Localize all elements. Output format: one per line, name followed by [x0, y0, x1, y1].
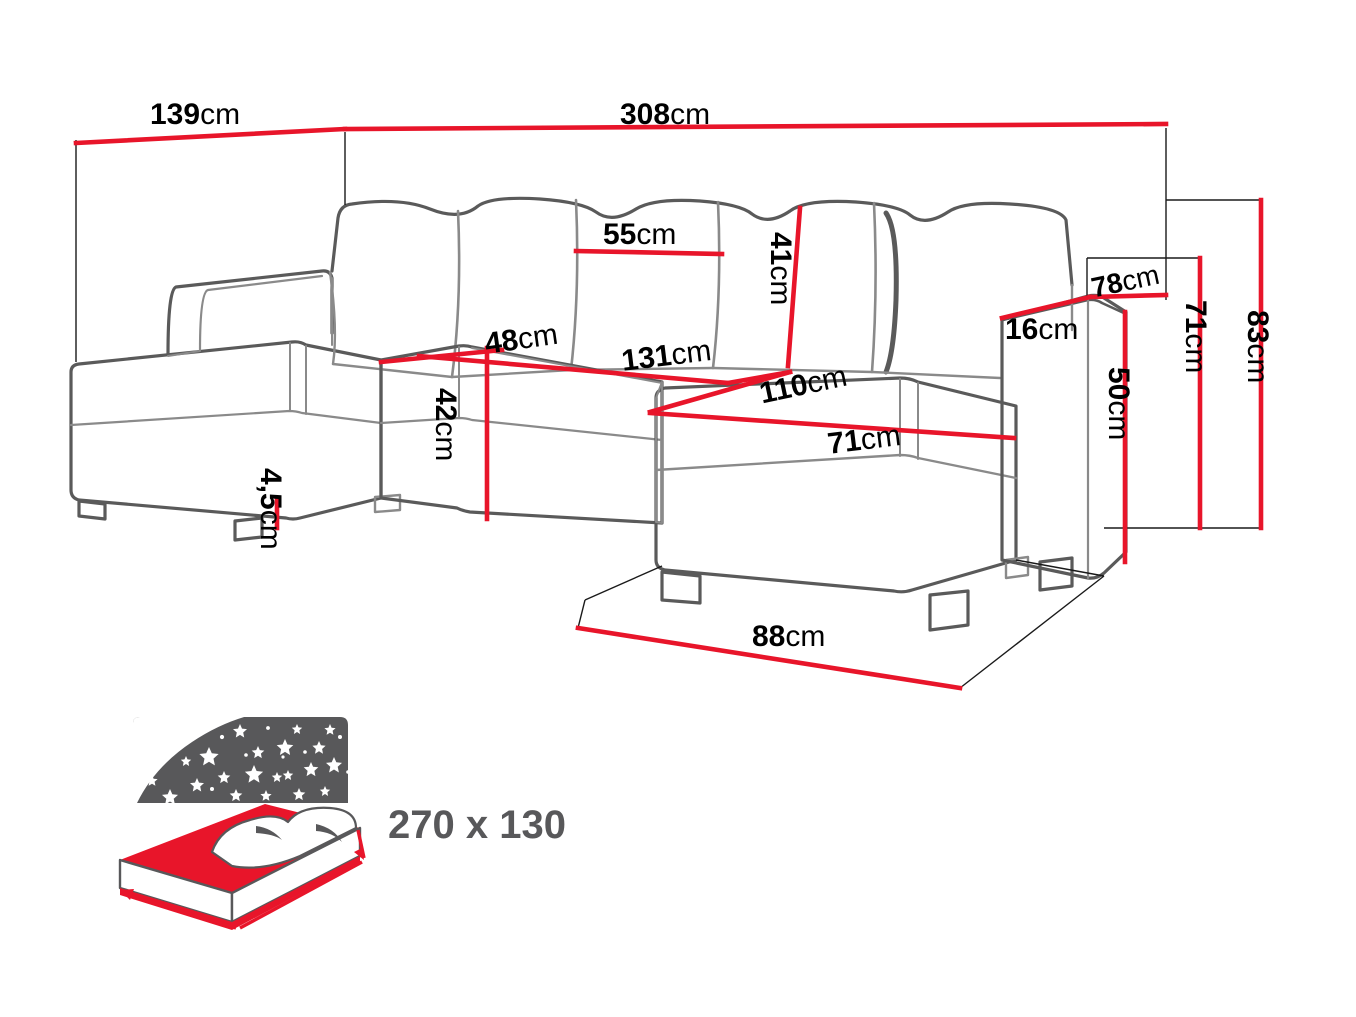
bed-icon-graphic — [118, 717, 366, 930]
dim-label-armrest-height: 50cm — [1102, 367, 1135, 441]
main-seat-front-seam — [379, 416, 664, 442]
dim-label-width-overall: 308cm — [620, 100, 710, 130]
guide-lines — [75, 128, 1262, 689]
dim-value: 83 — [1241, 310, 1274, 344]
dim-label-armrest-width: 16cm — [1005, 315, 1078, 345]
dimline-41 — [785, 205, 803, 369]
dimline-16 — [999, 294, 1093, 321]
chaise-leg-front-left — [77, 499, 107, 521]
dim-unit: cm — [1179, 333, 1212, 374]
dimline-131 — [416, 353, 731, 386]
dim-unit: cm — [429, 421, 462, 462]
dim-value: 42 — [429, 388, 462, 422]
floor-line-left — [584, 565, 663, 601]
cushions-bottom-right — [711, 366, 1002, 380]
dim-label-leg-height: 4,5cm — [254, 468, 287, 550]
dimline-71-chaise — [647, 410, 1017, 441]
dimline-88 — [575, 625, 963, 691]
right-chaise-block — [654, 376, 1018, 594]
dimline-55 — [573, 248, 725, 257]
dim-label-depth-left: 139cm — [150, 100, 240, 130]
dim-label-backrest-height: 41cm — [764, 232, 797, 306]
left-chaise-base — [69, 340, 383, 521]
pillow-folds — [256, 824, 342, 842]
dim-label-cushion-width: 55cm — [603, 220, 676, 250]
dim-value: 131 — [619, 338, 674, 378]
dim-unit: cm — [515, 317, 560, 357]
armrest-leg — [1038, 556, 1074, 592]
left-chaise-backrest-inner — [198, 274, 324, 352]
right-chaise-leg-rear — [1004, 555, 1030, 580]
dim-value: 71 — [1179, 300, 1212, 334]
corner-seat-fill — [655, 381, 663, 524]
dim-unit: cm — [785, 620, 826, 653]
dimline-139 — [73, 126, 348, 146]
dim-value: 88 — [752, 620, 786, 653]
left-chaise-seat-seam — [69, 409, 383, 427]
dimline-308 — [342, 121, 1169, 132]
dim-value: 55 — [603, 218, 637, 251]
bed-dimension-arrows — [121, 860, 363, 930]
dim-label-back-height-total: 83cm — [1241, 310, 1274, 384]
dim-unit: cm — [670, 98, 711, 131]
floor-line-right-upper — [1015, 559, 1105, 577]
bed-side-arrow — [356, 829, 366, 859]
bed-arrow-width — [121, 891, 237, 930]
dim-value: 48 — [482, 323, 521, 361]
dimension-lines — [73, 121, 1264, 691]
dim-unit: cm — [636, 218, 677, 251]
right-chaise-leg-left — [660, 570, 702, 605]
left-chaise-backrest-side — [167, 350, 201, 357]
moon-swoosh — [133, 717, 266, 803]
sofa-illustration — [69, 196, 1128, 632]
chaise-leg-front-right — [233, 516, 264, 542]
dim-value: 71 — [825, 423, 863, 461]
dim-value: 139 — [150, 98, 201, 131]
dim-unit: cm — [1038, 313, 1079, 346]
dim-label-back-height-inner: 71cm — [1179, 300, 1212, 374]
corner-cushion-seam — [883, 210, 899, 375]
dim-label-seat-height: 42cm — [429, 388, 462, 462]
floor-line-right-lower — [959, 575, 1105, 689]
bed-arrow-depth — [239, 860, 363, 930]
dim-unit: cm — [200, 98, 241, 131]
pillows-group — [210, 806, 358, 869]
dim-value: 16 — [1005, 313, 1039, 346]
cushions-bottom-left — [331, 362, 454, 379]
dim-unit: cm — [669, 334, 714, 372]
dimline-110 — [647, 369, 793, 415]
dim-value: 41 — [764, 232, 797, 266]
dim-value: 4,5 — [254, 468, 287, 510]
dim-unit: cm — [1102, 400, 1135, 441]
floor-line-bottom-left — [577, 599, 586, 629]
chaise-leg-rear — [373, 493, 402, 514]
left-chaise-backrest — [166, 269, 334, 357]
dim-value: 50 — [1102, 367, 1135, 401]
cushion-divider-3 — [569, 198, 579, 372]
sofa-back-frame — [330, 196, 1074, 287]
dimline-110-connector — [725, 369, 793, 386]
cushion-divider-5 — [870, 201, 877, 374]
dim-unit: cm — [254, 509, 287, 550]
moon-swoosh-group — [133, 717, 266, 803]
cushion-divider-4 — [711, 200, 721, 370]
duvet — [210, 806, 358, 869]
dim-unit: cm — [858, 419, 903, 457]
dim-unit: cm — [764, 265, 797, 306]
dim-label-chaise-width: 88cm — [752, 622, 825, 652]
dim-value: 308 — [620, 98, 671, 131]
stars-group — [146, 721, 350, 805]
bed-size-label: 270 x 130 — [388, 803, 566, 847]
dim-unit: cm — [1241, 343, 1274, 384]
dimline-78 — [1087, 292, 1169, 300]
right-chaise-leg-right — [928, 589, 970, 632]
main-seat-rear-top — [471, 347, 663, 384]
